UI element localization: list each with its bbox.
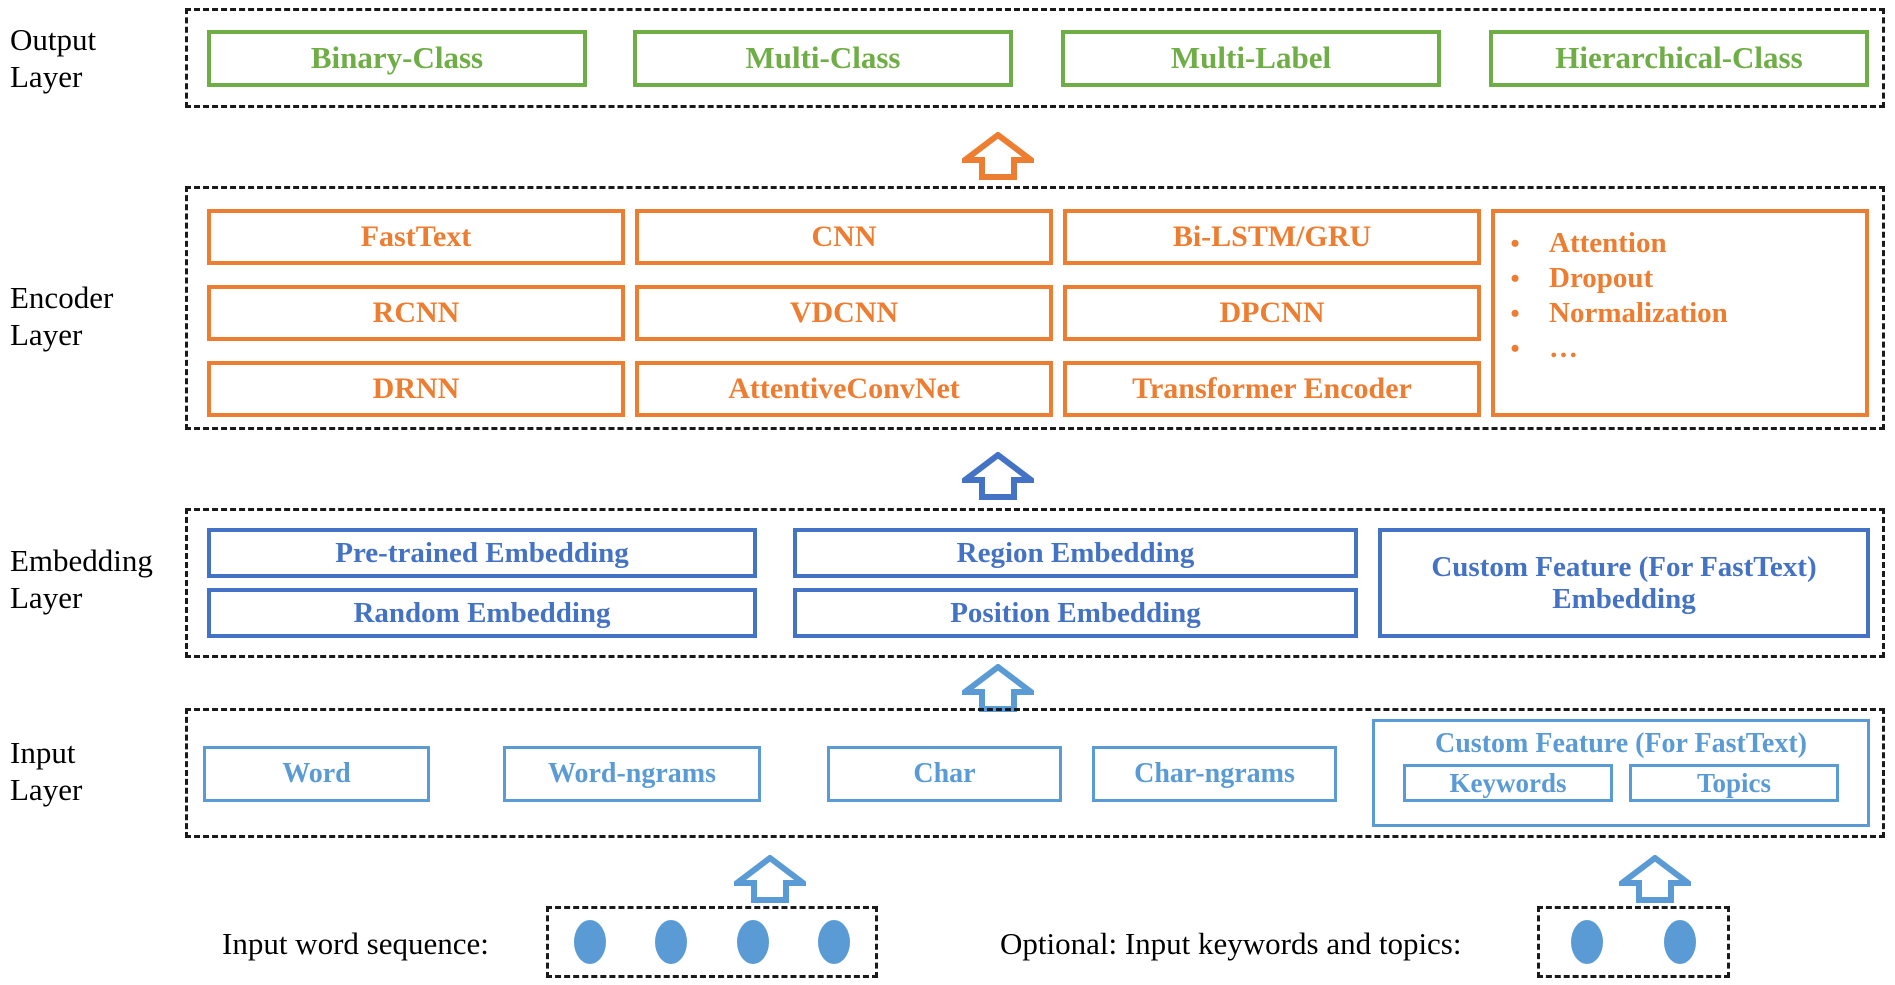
encoder-item-bilstm-gru[interactable]: Bi-LSTM/GRU [1063, 209, 1481, 265]
encoder-to-output-arrow [956, 131, 1040, 180]
embedding-layer-label: Embedding Layer [10, 543, 153, 615]
keyword-token-dot [1570, 920, 1603, 964]
word-sequence-to-input-arrow [728, 854, 812, 903]
encoder-item-attentiveconvnet[interactable]: AttentiveConvNet [635, 361, 1053, 417]
embedding-item-pre-trained[interactable]: Pre-trained Embedding [207, 528, 757, 578]
bullet-icon: • [1510, 264, 1520, 293]
keywords-topics-token-group[interactable] [1537, 906, 1730, 978]
encoder-option-normalization[interactable]: • Normalization [1495, 297, 1865, 332]
keywords-topics-caption: Optional: Input keywords and topics: [1000, 926, 1462, 961]
encoder-layer-group [185, 186, 1885, 430]
word-sequence-caption: Input word sequence: [222, 926, 489, 961]
input-to-embedding-arrow [956, 663, 1040, 712]
bullet-icon: • [1510, 299, 1520, 328]
encoder-option-label: Normalization [1549, 297, 1728, 329]
encoder-option-label: Dropout [1549, 262, 1654, 294]
encoder-item-fasttext[interactable]: FastText [207, 209, 625, 265]
output-layer-group [185, 8, 1885, 108]
input-item-word-ngrams[interactable]: Word-ngrams [503, 746, 761, 802]
input-item-word[interactable]: Word [203, 746, 430, 802]
output-item-multi-label[interactable]: Multi-Label [1061, 30, 1441, 87]
topic-token-dot [1664, 920, 1697, 964]
embedding-custom-feature-box[interactable]: Custom Feature (For FastText) Embedding [1378, 528, 1870, 638]
input-layer-label: Input Layer [10, 735, 83, 807]
output-item-multi-class[interactable]: Multi-Class [633, 30, 1013, 87]
input-item-char[interactable]: Char [827, 746, 1062, 802]
embedding-to-encoder-arrow [956, 451, 1040, 500]
word-sequence-token-group[interactable] [546, 906, 878, 978]
encoder-options-box: • Attention • Dropout • Normalization • … [1491, 209, 1869, 417]
embedding-custom-feature-line1: Custom Feature (For FastText) [1431, 550, 1817, 583]
input-custom-feature-title: Custom Feature (For FastText) [1435, 728, 1807, 759]
encoder-option-dropout[interactable]: • Dropout [1495, 262, 1865, 297]
encoder-item-drnn[interactable]: DRNN [207, 361, 625, 417]
word-token-dot [655, 920, 688, 964]
encoder-option-label: … [1549, 332, 1578, 364]
encoder-item-cnn[interactable]: CNN [635, 209, 1053, 265]
embedding-item-position[interactable]: Position Embedding [793, 588, 1358, 638]
word-token-dot [818, 920, 851, 964]
encoder-item-rcnn[interactable]: RCNN [207, 285, 625, 341]
embedding-item-random[interactable]: Random Embedding [207, 588, 757, 638]
embedding-item-region[interactable]: Region Embedding [793, 528, 1358, 578]
encoder-option-label: Attention [1549, 227, 1667, 259]
input-custom-feature-chip-topics[interactable]: Topics [1629, 764, 1839, 802]
encoder-option-attention[interactable]: • Attention [1495, 227, 1865, 262]
encoder-item-vdcnn[interactable]: VDCNN [635, 285, 1053, 341]
bullet-icon: • [1510, 334, 1520, 363]
word-token-dot [573, 920, 606, 964]
embedding-custom-feature-line2: Embedding [1552, 583, 1696, 615]
embedding-layer-group [185, 508, 1885, 658]
input-custom-feature-chip-keywords[interactable]: Keywords [1403, 764, 1613, 802]
input-item-char-ngrams[interactable]: Char-ngrams [1092, 746, 1337, 802]
encoder-option-ellipsis[interactable]: • … [1495, 332, 1865, 367]
encoder-item-dpcnn[interactable]: DPCNN [1063, 285, 1481, 341]
word-token-dot [736, 920, 769, 964]
output-item-hierarchical-class[interactable]: Hierarchical-Class [1489, 30, 1869, 87]
encoder-item-transformer-encoder[interactable]: Transformer Encoder [1063, 361, 1481, 417]
keywords-topics-to-input-arrow [1613, 854, 1697, 903]
output-item-binary-class[interactable]: Binary-Class [207, 30, 587, 87]
encoder-layer-label: Encoder Layer [10, 280, 114, 352]
bullet-icon: • [1510, 229, 1520, 258]
input-layer-group [185, 708, 1885, 838]
output-layer-label: Output Layer [10, 22, 97, 94]
input-custom-feature-box[interactable]: Custom Feature (For FastText) Keywords T… [1372, 719, 1870, 827]
